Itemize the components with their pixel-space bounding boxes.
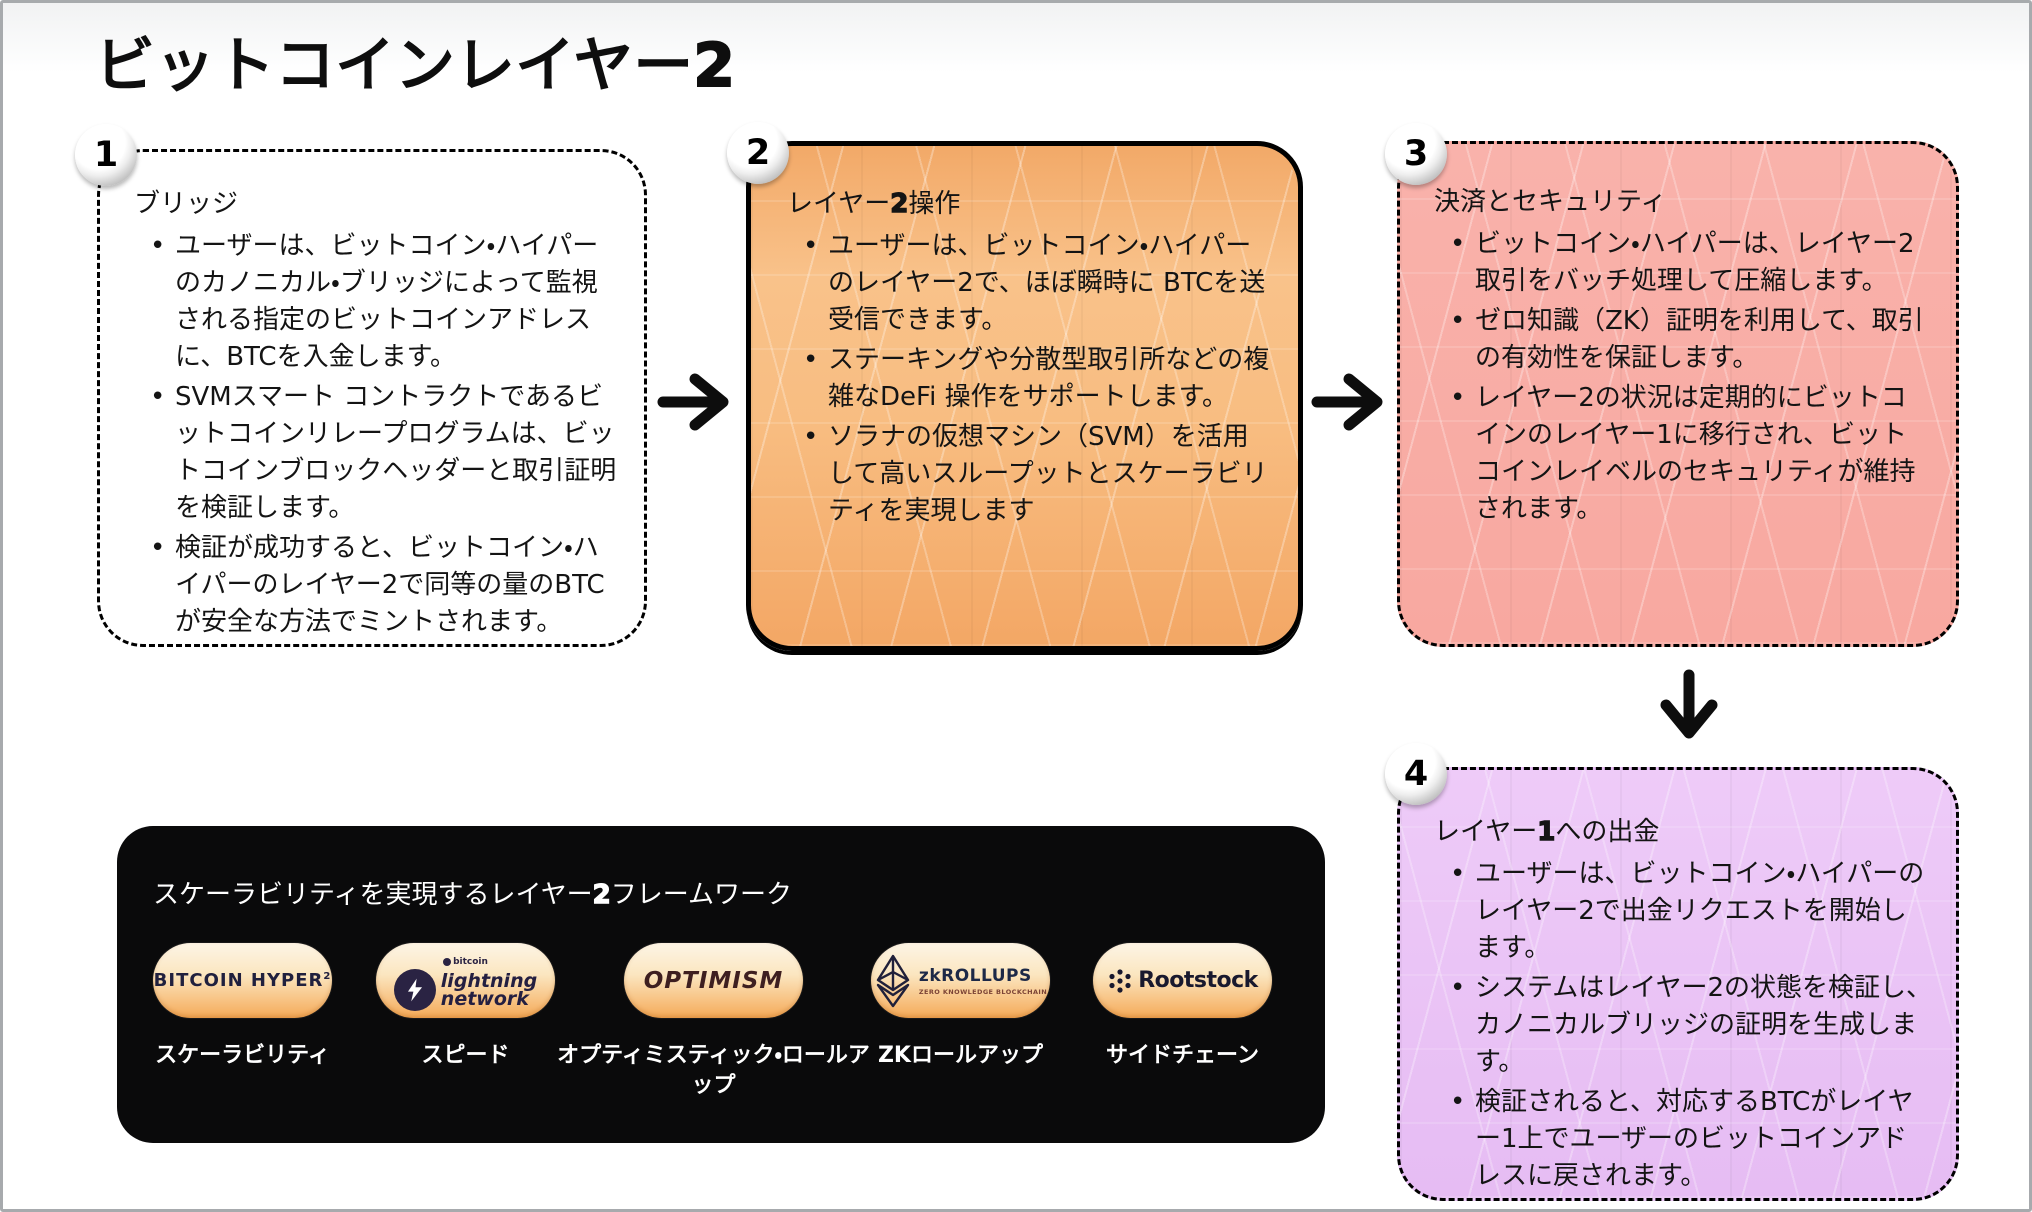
framework-rootstock: Rootstock サイドチェーン [1093,943,1272,1068]
step-2-title: レイヤー2操作 [787,186,1274,223]
step-4-number: 4 [1403,754,1429,794]
page-title-text: ビットコインレイヤー [95,31,694,101]
step-box-bridge: ブリッジ ユーザーは、ビットコイン・ハイパーのカノニカル・ブリッジによって監視さ… [97,149,647,647]
step-4-title: レイヤー1への出金 [1434,814,1932,851]
bullet-item: 検証が成功すると、ビットコイン・ハイパーのレイヤー2で同等の量のBTCが安全な方… [148,530,620,641]
framework-label-speed: スピード [421,1043,510,1068]
optimism-wordmark: OPTIMISM [643,967,784,994]
bullet-item: SVMスマート コントラクトであるビットコインリレープログラムは、ビットコインブ… [148,379,620,527]
framework-label-scalability: スケーラビリティ [155,1043,330,1068]
arrow-right-1-icon [657,373,729,431]
frameworks-panel: スケーラビリティを実現するレイヤー2フレームワーク BITCOIN HYPER2… [117,826,1325,1143]
bitcoin-hyper-text: BITCOIN HYPER [153,970,324,991]
frameworks-panel-title: スケーラビリティを実現するレイヤー2フレームワーク [153,874,792,911]
bullet-item: 検証されると、対応するBTCがレイヤー1上でユーザーのビットコインアドレスに戻さ… [1448,1084,1932,1195]
lightning-word-2: network [440,987,529,1010]
bitcoin-hyper-wordmark: BITCOIN HYPER2 [154,970,332,991]
framework-label-sidechain: サイドチェーン [1106,1043,1259,1068]
bitcoin-brand-text: bitcoin [453,956,488,967]
bullet-item: ソラナの仮想マシン（SVM）を活用して高いスループットとスケーラビリティを実現し… [801,419,1274,530]
step-2-title-post: 操作 [908,189,961,219]
step-2-number-badge: 2 [727,122,789,184]
arrow-right-2-icon [1311,373,1383,431]
page-title-number: 2 [692,30,736,102]
optimism-logo: OPTIMISM [624,943,803,1018]
zk-rollups-subtext: ZERO KNOWLEDGE BLOCKCHAIN [918,987,1048,996]
zk-rollups-logo: zkROLLUPS ZERO KNOWLEDGE BLOCKCHAIN [871,943,1050,1018]
bitcoin-brand-small: bitcoin [443,957,488,967]
step-box-settlement-security: 決済とセキュリティ ビットコイン・ハイパーは、レイヤー2取引をバッチ処理して圧縮… [1397,141,1959,647]
frameworks-title-num: 2 [592,879,612,910]
arrow-down-icon [1660,669,1718,739]
bullet-item: ステーキングや分散型取引所などの複雑なDeFi 操作をサポートします。 [801,342,1274,416]
rootstock-logo: Rootstock [1093,943,1272,1018]
step-3-title: 決済とセキュリティ [1434,184,1932,221]
rootstock-wordmark: Rootstock [1138,968,1258,993]
step-1-number: 1 [93,135,119,175]
framework-optimism: OPTIMISM オプティミスティック・ロールアップ [557,943,870,1098]
step-4-bullets: ユーザーは、ビットコイン・ハイパーのレイヤー2で出金リクエストを開始します。シス… [1434,856,1932,1195]
step-2-title-pre: レイヤー [787,189,891,219]
step-4-title-pre: レイヤー [1434,817,1538,847]
bullet-item: ユーザーは、ビットコイン・ハイパーのレイヤー2で、ほぼ瞬時に BTCを送受信でき… [801,228,1274,339]
step-2-number: 2 [745,133,771,173]
step-box-withdrawal: レイヤー1への出金 ユーザーは、ビットコイン・ハイパーのレイヤー2で出金リクエス… [1397,767,1959,1201]
bullet-item: ゼロ知識（ZK）証明を利用して、取引の有効性を保証します。 [1448,303,1932,377]
framework-zk-rollups: zkROLLUPS ZERO KNOWLEDGE BLOCKCHAIN ZKロー… [871,943,1050,1068]
step-4-number-badge: 4 [1385,743,1447,805]
step-1-title: ブリッジ [134,186,620,223]
step-box-layer2-operations: レイヤー2操作 ユーザーは、ビットコイン・ハイパーのレイヤー2で、ほぼ瞬時に B… [746,141,1303,651]
step-1-title-pre: ブリッジ [134,189,239,219]
step-2-bullets: ユーザーは、ビットコイン・ハイパーのレイヤー2で、ほぼ瞬時に BTCを送受信でき… [787,228,1274,530]
framework-bitcoin-hyper: BITCOIN HYPER2 スケーラビリティ [153,943,332,1068]
framework-label-zk-rollup: ZKロールアップ [877,1043,1043,1068]
bullet-item: ユーザーは、ビットコイン・ハイパーのカノニカル・ブリッジによって監視される指定の… [148,228,620,376]
eth-diamond-icon [876,954,910,1007]
page-title: ビットコインレイヤー2 [95,17,736,104]
bullet-item: システムはレイヤー2の状態を検証し、カノニカルブリッジの証明を生成します。 [1448,970,1932,1081]
lightning-word-1: lightning [440,969,538,992]
frameworks-title-post: フレームワーク [610,880,792,910]
frameworks-title-pre: スケーラビリティを実現するレイヤー [153,880,593,910]
bitcoin-hyper-sup: 2 [323,971,332,982]
framework-label-optimistic-rollup: オプティミスティック・ロールアップ [557,1043,870,1098]
step-3-number-badge: 3 [1385,123,1447,185]
step-4-title-num: 1 [1537,816,1557,847]
step-1-bullets: ユーザーは、ビットコイン・ハイパーのカノニカル・ブリッジによって監視される指定の… [134,228,620,641]
step-3-title-pre: 決済とセキュリティ [1434,187,1667,217]
bitcoin-hyper-logo: BITCOIN HYPER2 [153,943,332,1018]
zk-rollups-text-block: zkROLLUPS ZERO KNOWLEDGE BLOCKCHAIN [919,966,1047,996]
rootstock-nodes-icon [1109,968,1131,993]
step-3-bullets: ビットコイン・ハイパーは、レイヤー2取引をバッチ処理して圧縮します。ゼロ知識（Z… [1434,226,1932,528]
zk-rollups-wordmark: zkROLLUPS [918,965,1032,986]
bullet-item: ビットコイン・ハイパーは、レイヤー2取引をバッチ処理して圧縮します。 [1448,226,1932,300]
step-1-number-badge: 1 [75,124,137,186]
step-4-title-post: への出金 [1555,817,1660,847]
bitcoin-icon [443,957,452,966]
lightning-bolt-icon [393,968,436,1011]
bullet-item: ユーザーは、ビットコイン・ハイパーのレイヤー2で出金リクエストを開始します。 [1448,856,1932,967]
step-3-number: 3 [1403,134,1429,174]
bullet-item: レイヤー2の状況は定期的にビットコインのレイヤー1に移行され、ビットコインレイベ… [1448,380,1932,528]
step-2-title-num: 2 [890,188,910,219]
